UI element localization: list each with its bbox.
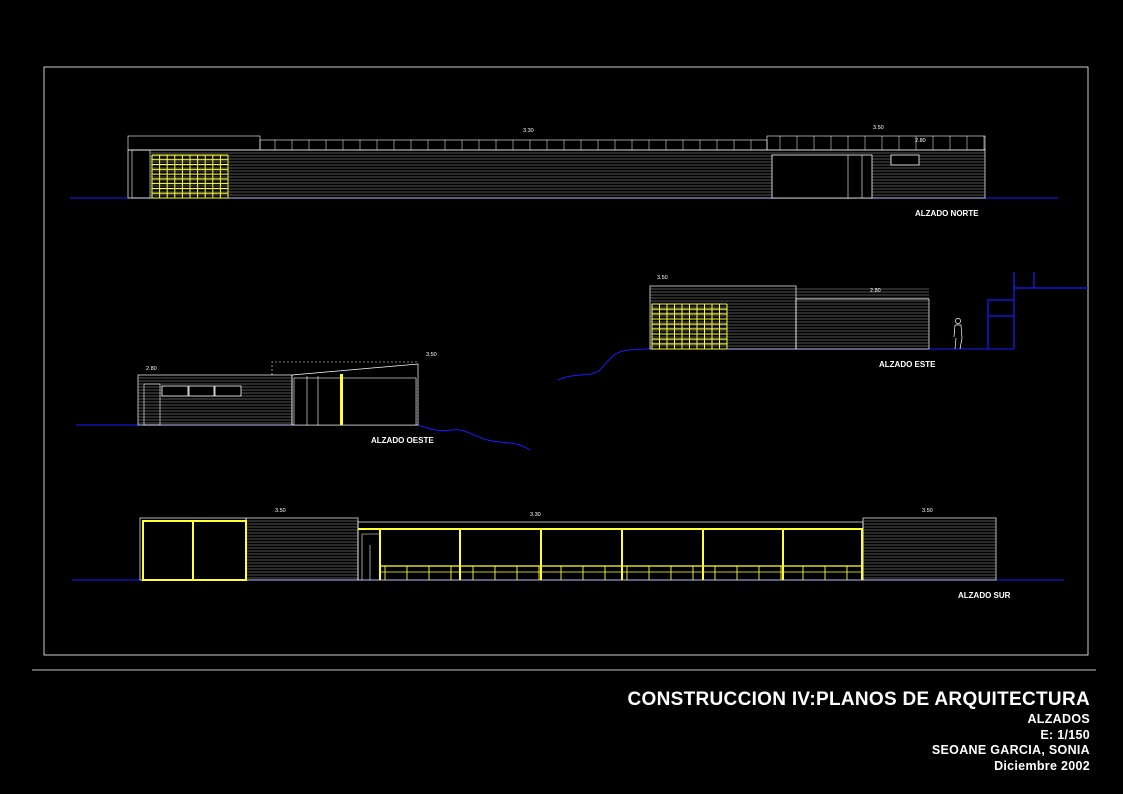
elevation-oeste: 2.80 3.50 ALZADO OESTE bbox=[76, 352, 531, 451]
drawing-scale: E: 1/150 bbox=[1040, 727, 1090, 742]
level-label: 3.30 bbox=[523, 128, 534, 134]
elevation-label: ALZADO NORTE bbox=[915, 209, 979, 218]
window bbox=[214, 385, 242, 397]
level-label: 3.50 bbox=[275, 508, 286, 514]
level-label: 2.80 bbox=[870, 288, 881, 294]
drawing-title: CONSTRUCCION IV:PLANOS DE ARQUITECTURA bbox=[627, 689, 1090, 710]
drawing-frame bbox=[43, 66, 1089, 656]
level-label: 3.30 bbox=[530, 512, 541, 518]
level-label: 3.50 bbox=[657, 275, 668, 281]
terrain-line bbox=[417, 424, 531, 451]
siding-lines bbox=[246, 520, 996, 579]
siding-lines bbox=[650, 288, 929, 347]
lattice-panel bbox=[151, 154, 229, 199]
drawing-date: Diciembre 2002 bbox=[994, 758, 1090, 773]
neighbor-outline bbox=[987, 272, 1088, 349]
lattice-panel bbox=[651, 303, 728, 350]
window bbox=[161, 385, 189, 397]
glazed-door bbox=[771, 154, 873, 199]
elevation-label: ALZADO SUR bbox=[958, 591, 1011, 600]
window bbox=[890, 154, 920, 166]
elevation-label: ALZADO ESTE bbox=[879, 360, 936, 369]
level-label: 3.50 bbox=[426, 352, 437, 358]
terrain-line bbox=[557, 348, 649, 381]
level-label: 2.80 bbox=[146, 366, 157, 372]
elevation-sur: 3.50 3.30 3.50 ALZADO SUR bbox=[72, 508, 1064, 600]
level-label: 3.50 bbox=[922, 508, 933, 514]
drawing-author: SEOANE GARCIA, SONIA bbox=[931, 743, 1090, 757]
colonnade bbox=[361, 529, 863, 580]
elevation-label: ALZADO OESTE bbox=[371, 436, 434, 445]
elevation-este: 3.50 2.80 ALZADO ESTE bbox=[557, 272, 1088, 381]
human-figure bbox=[953, 318, 963, 350]
drawing-subtitle: ALZADOS bbox=[1027, 712, 1090, 726]
elevation-norte: 3.30 3.50 2.80 ALZADO NORTE bbox=[70, 125, 1058, 218]
level-label: 2.80 bbox=[915, 138, 926, 144]
parapet-segments bbox=[274, 136, 985, 150]
title-block: CONSTRUCCION IV:PLANOS DE ARQUITECTURA A… bbox=[628, 688, 1090, 774]
glazed-door bbox=[293, 377, 417, 426]
window bbox=[188, 385, 215, 397]
level-label: 3.50 bbox=[873, 125, 884, 131]
